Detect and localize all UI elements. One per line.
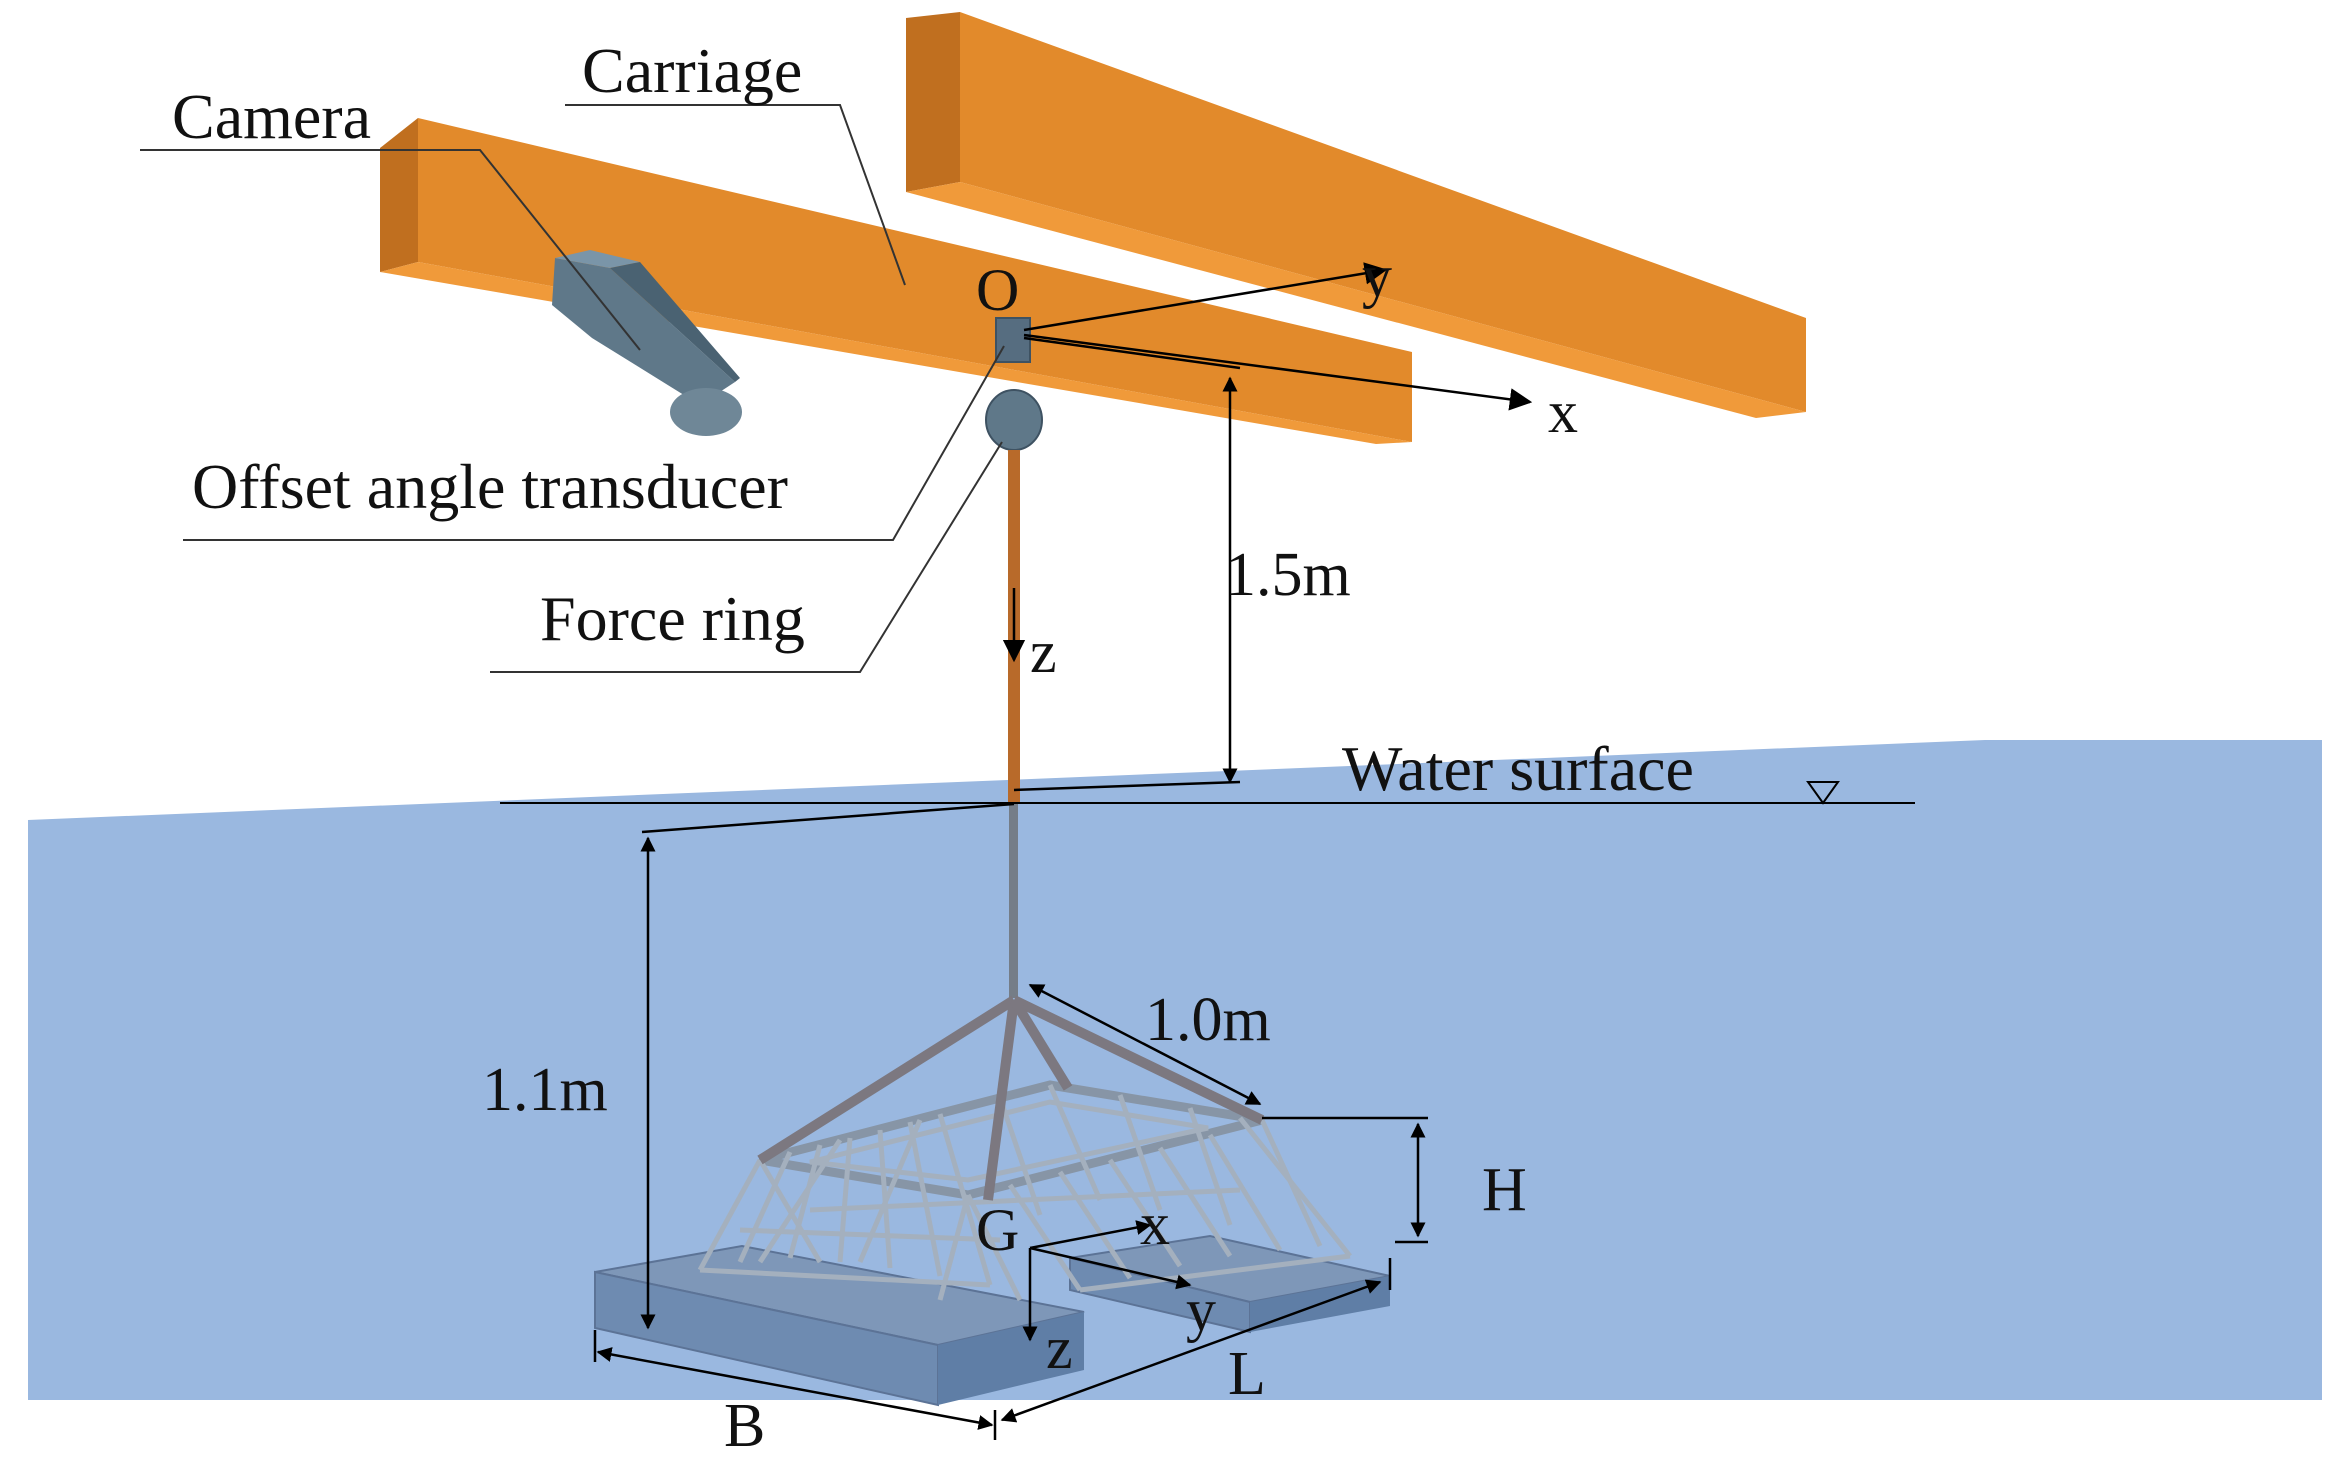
cage-breadth-label: B xyxy=(724,1392,765,1460)
dimension-h xyxy=(1262,1116,1428,1244)
carriage-beam-rear xyxy=(906,12,1806,418)
camera-device xyxy=(552,250,742,436)
camera-leader xyxy=(140,149,641,351)
bridle-length-label: 1.0m xyxy=(1145,986,1271,1054)
carriage-leader xyxy=(565,104,906,286)
water-surface-symbol xyxy=(1806,781,1840,805)
dimension-1-5m xyxy=(1013,336,1241,792)
cage-truss xyxy=(697,1084,1352,1302)
height-above-water-label: 1.5m xyxy=(1225,541,1351,609)
dimension-1-1m xyxy=(640,802,1015,1330)
force-ring-leader xyxy=(490,441,1003,673)
cage-height-label: H xyxy=(1482,1156,1527,1224)
tow-cable xyxy=(1009,802,1018,998)
top-z-axis-label: z xyxy=(1030,619,1057,685)
carriage-label: Carriage xyxy=(582,35,802,106)
offset-angle-transducer-label: Offset angle transducer xyxy=(192,451,788,522)
camera-lens xyxy=(670,388,742,436)
force-ring-device xyxy=(985,389,1043,451)
force-ring-label: Force ring xyxy=(540,583,805,654)
dimension-1-0m xyxy=(1028,983,1262,1106)
dimension-b xyxy=(593,1330,997,1440)
offset-angle-transducer-box xyxy=(995,317,1031,363)
model-y-axis-label: y xyxy=(1186,1277,1216,1343)
dimension-l xyxy=(1000,1258,1392,1423)
top-axes xyxy=(1002,262,1533,663)
origin-g-label: G xyxy=(976,1197,1019,1263)
transducer-leader xyxy=(183,345,1005,541)
camera-label: Camera xyxy=(172,81,371,152)
water-surface-label: Water surface xyxy=(1342,733,1694,804)
model-x-axis-label: x xyxy=(1140,1191,1170,1257)
depth-below-water-label: 1.1m xyxy=(482,1056,608,1124)
origin-o-label: O xyxy=(976,257,1019,323)
top-y-axis-label: y xyxy=(1362,243,1392,309)
model-z-axis-label: z xyxy=(1046,1315,1073,1381)
top-x-axis-label: x xyxy=(1548,379,1578,445)
cage-length-label: L xyxy=(1228,1340,1266,1408)
